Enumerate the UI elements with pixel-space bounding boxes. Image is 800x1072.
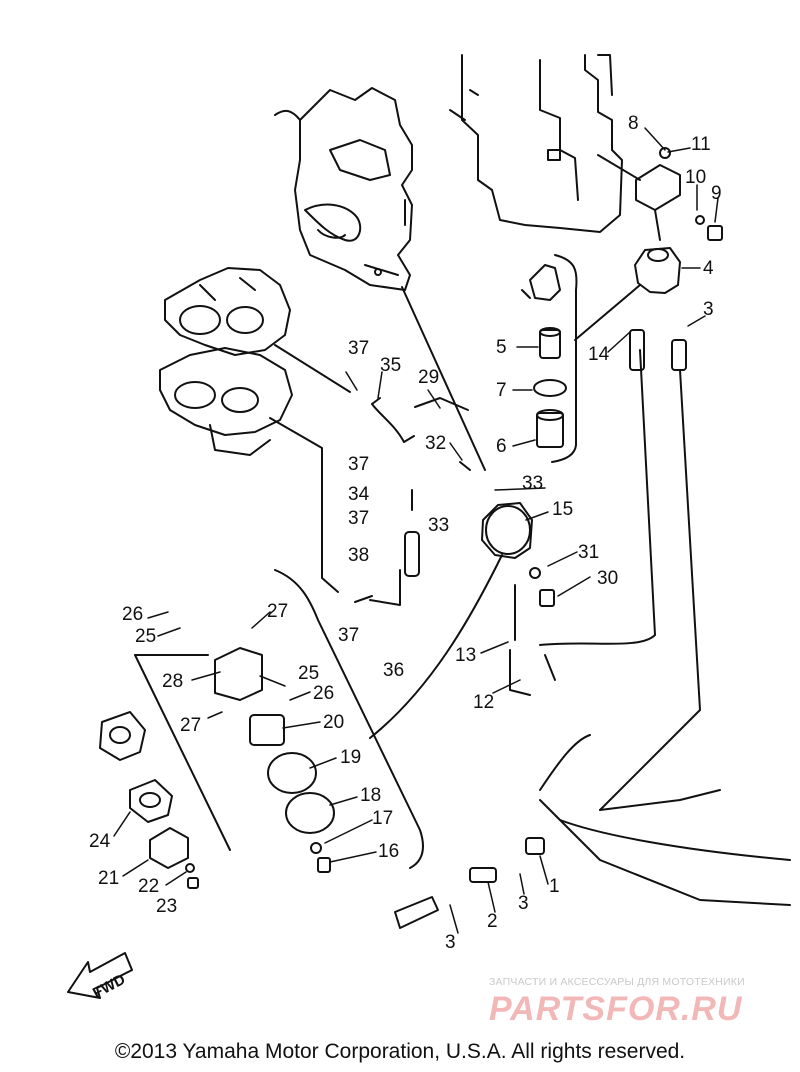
part-label-20: 20 [323,712,345,733]
fuel-filter-assembly [597,147,723,294]
part-label-26: 26 [122,604,144,625]
lower-cowling-outline [539,734,791,906]
fuel-hose-lines [269,199,701,811]
pump-exploded-parts [99,647,335,889]
part-label-30: 30 [597,568,619,589]
part-label-11: 11 [691,134,711,155]
part-label-22: 22 [138,876,160,897]
part-label-5: 5 [496,337,507,358]
part-label-3: 3 [518,893,529,914]
part-label-34: 34 [348,484,370,505]
part-label-35: 35 [380,355,402,376]
part-label-37: 37 [348,454,370,475]
part-label-28: 28 [162,671,184,692]
part-label-3: 3 [703,299,714,320]
fuel-pump [481,502,555,607]
fwd-arrow-icon [67,952,133,999]
copyright-notice: ©2013 Yamaha Motor Corporation, U.S.A. A… [114,1040,686,1063]
part-label-15: 15 [552,499,574,520]
part-label-25: 25 [135,626,157,647]
part-label-17: 17 [372,808,394,829]
part-label-33: 33 [428,515,450,536]
part-label-19: 19 [340,747,362,768]
part-label-27: 27 [180,715,202,736]
watermark-logo: PARTSFOR.RU [489,990,743,1028]
part-label-23: 23 [156,896,178,917]
part-label-13: 13 [455,645,477,666]
part-label-27: 27 [267,601,289,622]
part-label-37: 37 [348,508,370,529]
part-label-4: 4 [703,258,714,279]
part-label-6: 6 [496,436,507,457]
filter-element-parts [521,264,567,448]
engine-block-outline [449,54,623,233]
part-label-37: 37 [348,338,370,359]
part-label-29: 29 [418,367,440,388]
part-label-33: 33 [522,473,544,494]
part-label-32: 32 [425,433,447,454]
part-label-7: 7 [496,380,507,401]
part-label-9: 9 [711,183,722,204]
part-label-31: 31 [578,542,600,563]
part-label-36: 36 [383,660,405,681]
part-label-21: 21 [98,868,120,889]
carburetor-upper [164,267,291,356]
part-label-24: 24 [89,831,111,852]
part-label-1: 1 [549,876,560,897]
part-label-10: 10 [685,167,707,188]
cylinder-head-outline [274,87,413,291]
part-label-18: 18 [360,785,382,806]
part-label-38: 38 [348,545,370,566]
part-label-14: 14 [588,344,610,365]
group-bracket-lines [134,254,578,869]
part-label-3: 3 [445,932,456,953]
watermark-tagline: ЗАПЧАСТИ И АКСЕССУАРЫ ДЛЯ МОТОТЕХНИКИ [489,976,745,988]
part-label-26: 26 [313,683,335,704]
part-label-12: 12 [473,692,495,713]
carburetor-lower [159,347,293,456]
part-label-37: 37 [338,625,360,646]
label-leader-lines [113,127,719,934]
part-label-8: 8 [628,113,639,134]
part-label-25: 25 [298,663,320,684]
part-label-2: 2 [487,911,498,932]
hose-fittings [354,329,687,929]
part-label-16: 16 [378,841,400,862]
